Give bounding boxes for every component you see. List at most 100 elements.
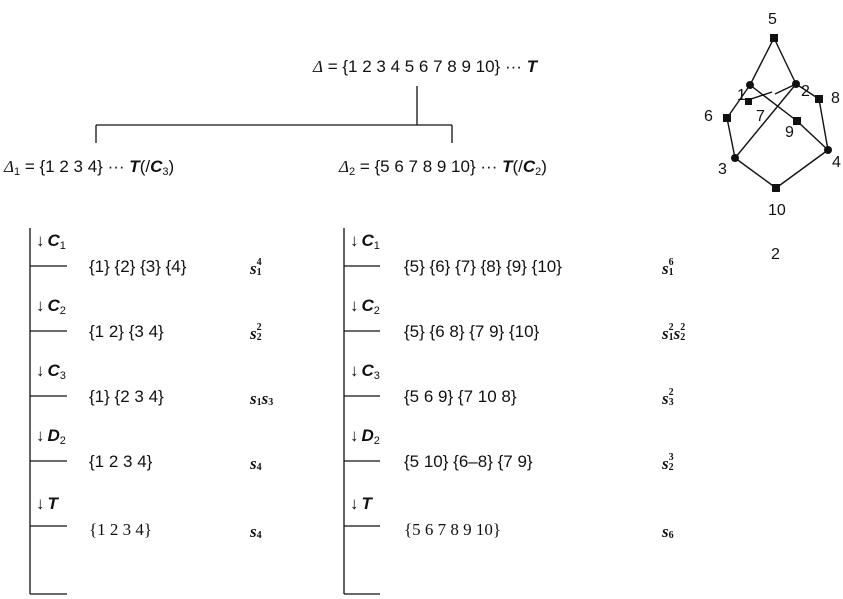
left-orbit-set-2: {1} {2 3 4} bbox=[89, 387, 164, 406]
cycle-exponent: 4 bbox=[256, 257, 262, 269]
operation-symbol: C bbox=[47, 231, 60, 250]
node-6 bbox=[723, 114, 731, 122]
node-2 bbox=[792, 80, 800, 88]
operation-subscript: 2 bbox=[59, 305, 66, 317]
graph-diagram bbox=[723, 34, 832, 192]
group-C: C bbox=[522, 157, 536, 176]
right-subset: = {5 6 7 8 9 10} bbox=[359, 157, 476, 176]
cycle-subscript: 3 bbox=[668, 397, 674, 409]
operation-subscript: 2 bbox=[373, 435, 380, 447]
left-orbit-set-4: {1 2 3 4} bbox=[89, 520, 153, 539]
group-C: C bbox=[150, 157, 163, 176]
graph-label-1: 1 bbox=[737, 87, 746, 104]
cycle-variable: s bbox=[662, 522, 669, 541]
node-10 bbox=[772, 184, 780, 192]
left-operator-3: ↓D2 bbox=[36, 427, 66, 447]
delta-subscript: 2 bbox=[348, 166, 356, 178]
group-C-subscript: 2 bbox=[535, 166, 542, 178]
cycle-subscript: 2 bbox=[680, 332, 686, 344]
operation-subscript: 3 bbox=[59, 370, 66, 382]
graph-label-8: 8 bbox=[831, 90, 840, 107]
operation-symbol: C bbox=[47, 361, 60, 380]
delta-symbol: Δ bbox=[313, 57, 323, 76]
cycle-subscript: 1 bbox=[668, 332, 674, 344]
node-7 bbox=[745, 98, 752, 105]
cycle-subscript: 1 bbox=[668, 267, 674, 279]
operation-symbol: C bbox=[361, 231, 374, 250]
cycle-subscript: 4 bbox=[256, 530, 262, 542]
left-orbit-set-3: {1 2 3 4} bbox=[89, 452, 153, 471]
cycle-variable: s bbox=[250, 389, 257, 408]
operation-subscript: 2 bbox=[59, 435, 66, 447]
operation-symbol: T bbox=[361, 494, 372, 513]
delta-symbol: Δ bbox=[4, 157, 14, 176]
graph-label-9: 9 bbox=[785, 124, 794, 141]
cycle-exponent: 2 bbox=[668, 387, 674, 399]
left-operator-0: ↓C1 bbox=[36, 232, 66, 252]
ellipsis: ··· bbox=[107, 157, 125, 176]
down-arrow-icon: ↓ bbox=[36, 231, 45, 250]
cycle-subscript: 1 bbox=[256, 397, 262, 409]
node-4 bbox=[824, 146, 832, 154]
paren-open: (/ bbox=[139, 157, 151, 176]
down-arrow-icon: ↓ bbox=[350, 231, 359, 250]
cycle-variable: s bbox=[250, 324, 257, 343]
right-orbit-set-2: {5 6 9} {7 10 8} bbox=[404, 387, 517, 406]
operation-symbol: D bbox=[361, 426, 374, 445]
cycle-variable: s bbox=[250, 522, 257, 541]
group-C-subscript: 3 bbox=[162, 166, 169, 178]
node-5 bbox=[770, 34, 778, 42]
ellipsis: ··· bbox=[480, 157, 498, 176]
left-subset: = {1 2 3 4} bbox=[24, 157, 103, 176]
down-arrow-icon: ↓ bbox=[350, 426, 359, 445]
down-arrow-icon: ↓ bbox=[36, 361, 45, 380]
right-orbit-set-3: {5 10} {6–8} {7 9} bbox=[404, 452, 533, 471]
right-operator-4: ↓T bbox=[350, 495, 372, 515]
node-9 bbox=[793, 117, 801, 125]
group-T: T bbox=[526, 57, 538, 76]
down-arrow-icon: ↓ bbox=[36, 494, 45, 513]
graph-caption: 2 bbox=[771, 246, 780, 263]
cycle-subscript: 2 bbox=[668, 462, 674, 474]
cycle-exponent: 6 bbox=[668, 257, 674, 269]
down-arrow-icon: ↓ bbox=[350, 361, 359, 380]
right-operator-3: ↓D2 bbox=[350, 427, 380, 447]
left-operator-1: ↓C2 bbox=[36, 297, 66, 317]
graph-label-10: 10 bbox=[768, 202, 786, 219]
operation-symbol: C bbox=[47, 296, 60, 315]
cycle-exponent: 3 bbox=[668, 452, 674, 464]
delta-subscript: 1 bbox=[13, 166, 21, 178]
cycle-subscript: 1 bbox=[256, 267, 262, 279]
root-set: = {1 2 3 4 5 6 7 8 9 10} bbox=[327, 57, 501, 76]
operation-symbol: C bbox=[361, 361, 374, 380]
node-8 bbox=[815, 95, 823, 103]
operation-subscript: 2 bbox=[373, 305, 380, 317]
node-3 bbox=[731, 154, 739, 162]
operation-symbol: D bbox=[47, 426, 60, 445]
right-orbit-set-1: {5} {6 8} {7 9} {10} bbox=[404, 322, 540, 341]
node-1 bbox=[746, 81, 754, 89]
cycle-exponent: 2 bbox=[668, 322, 674, 334]
cycle-exponent: 2 bbox=[256, 322, 262, 334]
right-operator-0: ↓C1 bbox=[350, 232, 380, 252]
cycle-variable: s bbox=[662, 259, 669, 278]
cycle-variable: s bbox=[662, 454, 669, 473]
down-arrow-icon: ↓ bbox=[36, 426, 45, 445]
ellipsis: ··· bbox=[504, 57, 522, 76]
down-arrow-icon: ↓ bbox=[350, 494, 359, 513]
cycle-subscript: 2 bbox=[256, 332, 262, 344]
cycle-variable: s bbox=[261, 389, 269, 408]
cycle-variable: s bbox=[662, 389, 669, 408]
root-set-formula: Δ = {1 2 3 4 5 6 7 8 9 10} ··· T bbox=[313, 58, 537, 75]
left-subset-formula: Δ1 = {1 2 3 4} ··· T(/C3) bbox=[4, 158, 174, 178]
paren-close: ) bbox=[541, 157, 547, 176]
